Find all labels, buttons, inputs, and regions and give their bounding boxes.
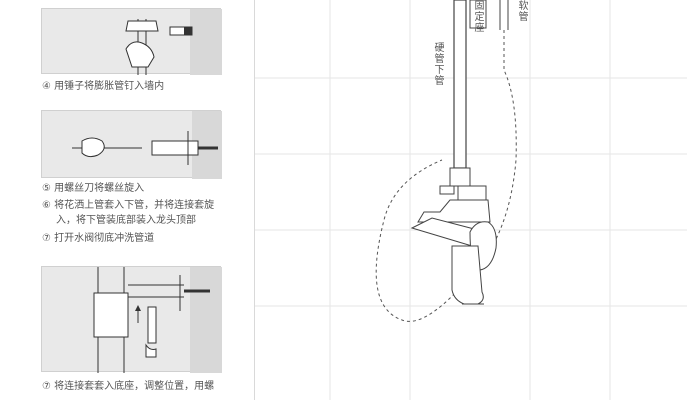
step-7-text: ⑦ 打开水阀彻底冲洗管道 [42,233,155,244]
pipe-seat-drawing [93,267,222,373]
hard-pipe-label: 硬管下管 [432,42,443,86]
hose-label: 软管 [516,0,527,22]
step-5-text: ⑤ 用螺丝刀将螺丝旋入 [42,183,145,194]
step-8-text: ⑦ 将连接套套入底座，调整位置，用螺 [42,381,215,392]
step-6-text-line1: ⑥ 将花洒上管套入下管，并将连接套旋 [42,200,215,211]
step-4-illustration [41,8,222,75]
step-6-text-line2: 入，将下管装底部装入龙头顶部 [56,215,196,226]
hammer-wall-drawing [125,9,222,75]
divider-line [254,0,255,400]
screwdriver-drawing [72,111,222,179]
fixed-seat-label: 固定座 [472,0,483,33]
step-5-illustration [41,110,222,179]
step-4-text: ④ 用锤子将膨胀管钉入墙内 [42,81,165,92]
step-8-illustration [41,266,222,373]
